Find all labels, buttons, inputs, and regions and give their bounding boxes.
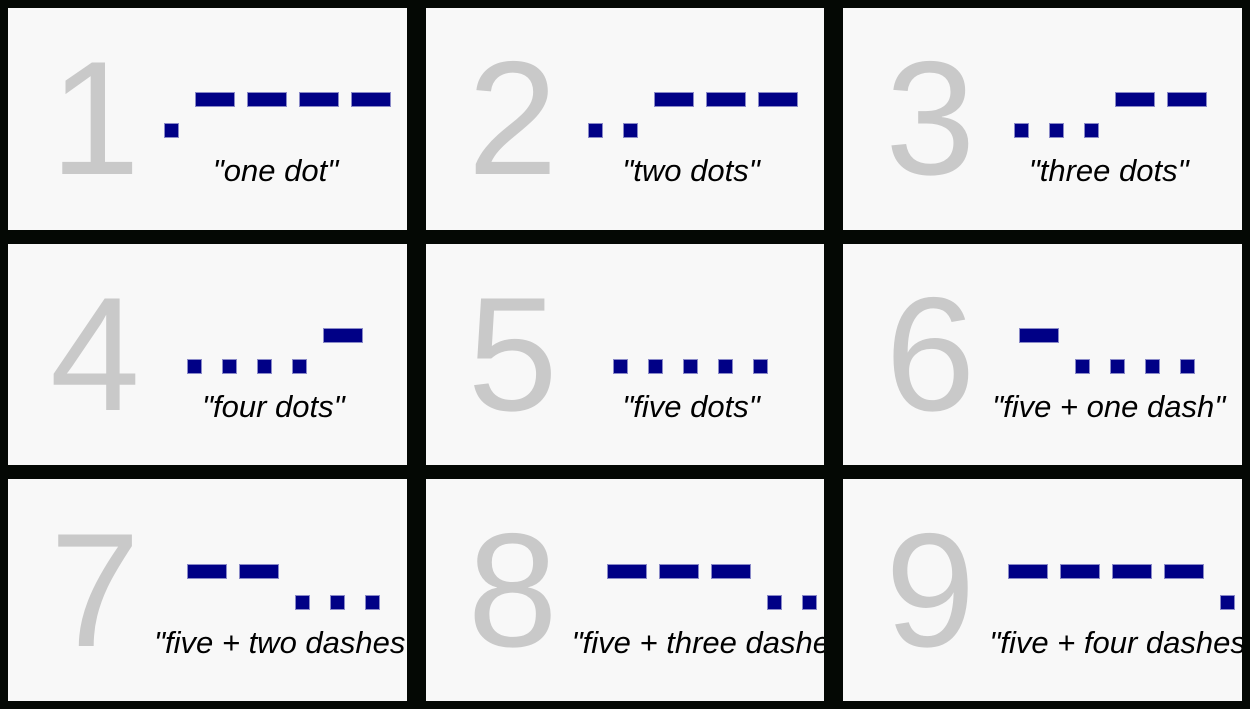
morse-dash [1115, 92, 1156, 108]
morse-dash [653, 92, 694, 108]
morse-dash [607, 563, 648, 579]
morse-dash [299, 92, 339, 108]
morse-dot [292, 358, 308, 374]
morse-dash [1167, 92, 1208, 108]
code-stack: "five + three dashes" [571, 563, 825, 661]
digit-label: 3 [885, 28, 976, 210]
code-stack: "four dots" [154, 327, 407, 425]
morse-row [578, 92, 804, 139]
morse-dot [1074, 358, 1090, 374]
morse-dot [587, 123, 603, 139]
morse-dash [323, 327, 364, 343]
morse-dash [186, 563, 227, 579]
morse-row [177, 327, 369, 374]
morse-dash [195, 92, 235, 108]
morse-card-1: 1 "one dot" [8, 8, 407, 230]
morse-card-6: 6 "five + one dash" [843, 243, 1242, 466]
code-stack: "five dots" [572, 328, 825, 425]
morse-dot [222, 358, 238, 374]
mnemonic-caption: "four dots" [202, 388, 345, 424]
code-stack: "five + two dashes" [154, 563, 407, 661]
morse-dot [364, 594, 380, 610]
morse-dash [247, 92, 287, 108]
morse-dash [705, 92, 746, 108]
code-stack: "five + four dashes" [989, 563, 1242, 661]
morse-dash [238, 563, 279, 579]
mnemonic-caption: "five + three dashes" [571, 624, 825, 660]
morse-dot [1049, 123, 1065, 139]
morse-dash [1111, 563, 1152, 579]
morse-dot [613, 358, 629, 374]
morse-dash [757, 92, 798, 108]
morse-row [181, 563, 390, 610]
morse-dot [1084, 123, 1100, 139]
morse-dot [648, 358, 664, 374]
morse-dot [187, 358, 203, 374]
digit-label: 7 [49, 499, 141, 681]
morse-dash [1018, 327, 1059, 343]
morse-dot [294, 594, 310, 610]
code-stack: "one dot" [154, 92, 407, 189]
mnemonic-caption: "two dots" [622, 153, 760, 189]
digit-label: 5 [467, 263, 558, 445]
morse-dash [351, 92, 391, 108]
morse-dash [711, 563, 752, 579]
digit-label: 1 [49, 28, 141, 210]
morse-row [1004, 92, 1213, 139]
morse-dash [1059, 563, 1100, 579]
morse-row [601, 563, 824, 610]
morse-dot [1144, 358, 1160, 374]
morse-card-7: 7 "five + two dashes" [8, 479, 407, 701]
morse-card-9: 9 "five + four dashes" [843, 479, 1242, 701]
code-stack: "two dots" [572, 92, 825, 189]
digit-label: 8 [467, 499, 558, 681]
morse-dot [329, 594, 345, 610]
morse-row [603, 328, 778, 374]
mnemonic-caption: "five + two dashes" [154, 624, 407, 660]
digit-label: 9 [885, 499, 976, 681]
morse-dot [767, 594, 783, 610]
digit-label: 6 [885, 263, 976, 445]
morse-row [1013, 327, 1205, 374]
morse-dot [622, 123, 638, 139]
mnemonic-caption: "five + four dashes" [989, 624, 1242, 660]
morse-dot [1109, 358, 1125, 374]
mnemonic-caption: "three dots" [1028, 153, 1189, 189]
digit-label: 2 [467, 28, 558, 210]
morse-card-5: 5 "five dots" [425, 243, 825, 466]
morse-dot [718, 358, 734, 374]
morse-card-8: 8 "five + three dashes" [425, 479, 825, 701]
morse-dot [683, 358, 699, 374]
morse-card-3: 3 "three dots" [843, 8, 1242, 230]
morse-dot [753, 358, 769, 374]
morse-dot [1219, 594, 1235, 610]
morse-dash [659, 563, 700, 579]
morse-dot [802, 594, 818, 610]
mnemonic-caption: "five + one dash" [992, 388, 1226, 424]
morse-dot [1179, 358, 1195, 374]
code-stack: "five + one dash" [989, 327, 1242, 425]
digit-label: 4 [49, 263, 141, 445]
morse-row [154, 92, 397, 139]
morse-dot [257, 358, 273, 374]
code-stack: "three dots" [989, 92, 1242, 189]
morse-card-2: 2 "two dots" [425, 8, 825, 230]
morse-dash [1007, 563, 1048, 579]
morse-dot [1014, 123, 1030, 139]
morse-dash [1163, 563, 1204, 579]
morse-dot [164, 123, 179, 139]
morse-card-4: 4 "four dots" [8, 243, 407, 466]
mnemonic-caption: "five dots" [622, 388, 760, 424]
morse-row [1002, 563, 1242, 610]
mnemonic-caption: "one dot" [212, 153, 339, 189]
